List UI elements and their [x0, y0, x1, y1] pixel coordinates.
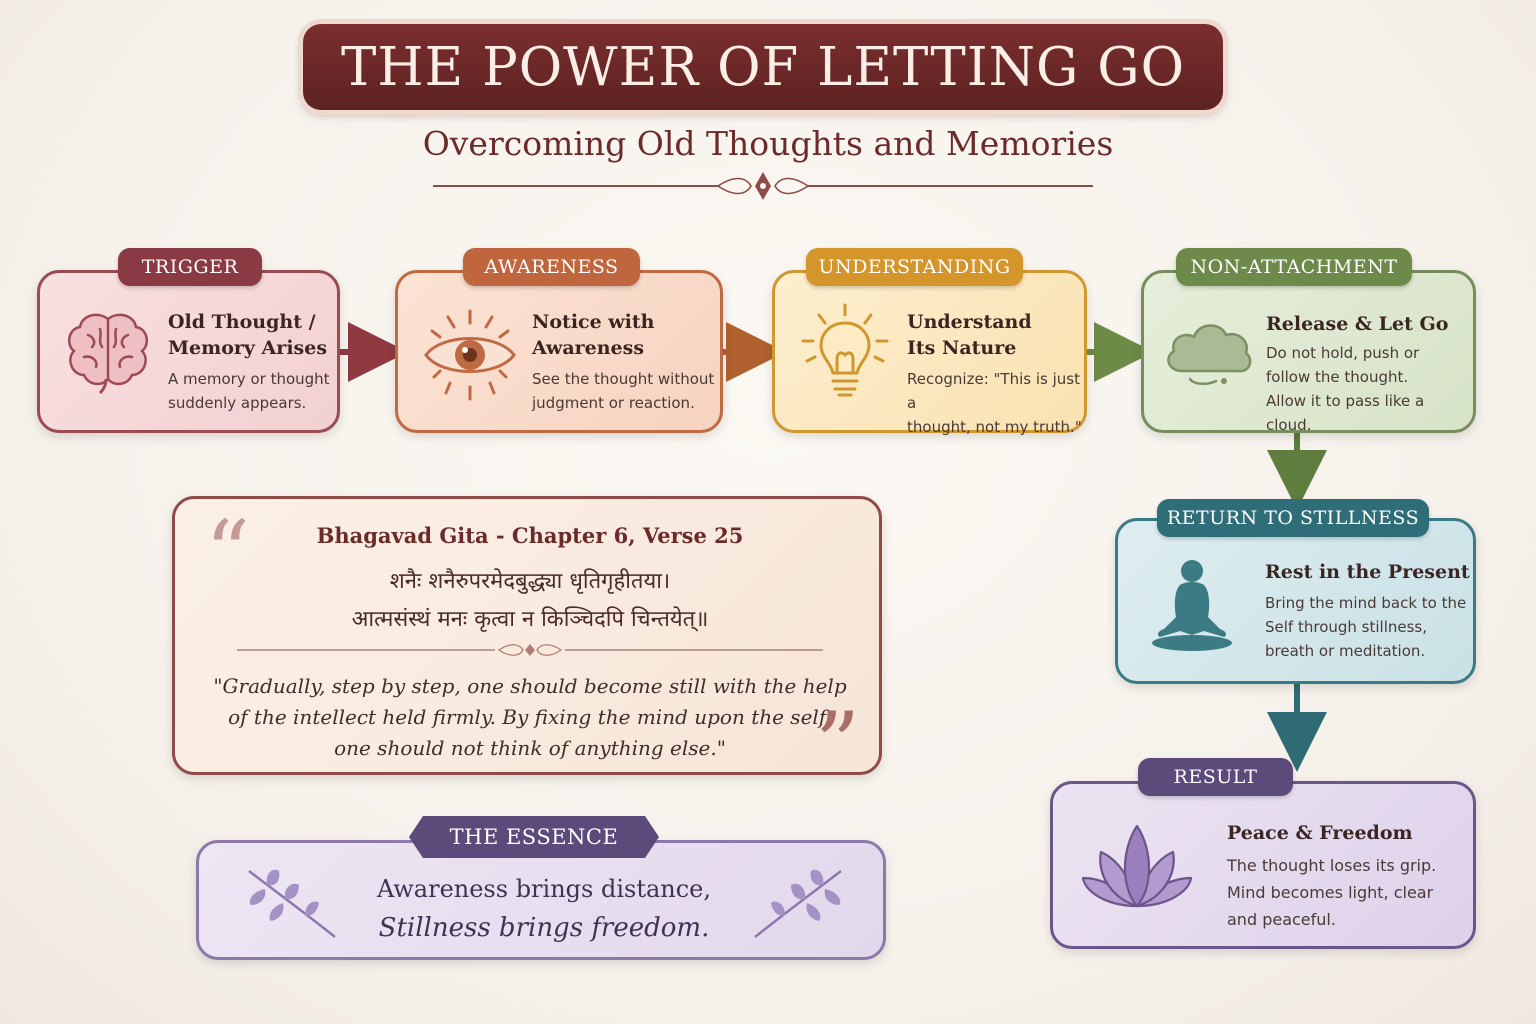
leaf-branch-right-icon: [754, 869, 842, 938]
card-understanding: Understand Its Nature Recognize: "This i…: [772, 270, 1087, 436]
eye-icon: [424, 309, 516, 401]
cloud-icon: [1167, 324, 1252, 385]
translation-line: of the intellect held firmly. By fixing …: [228, 705, 832, 729]
card-desc-line: The thought loses its grip.: [1227, 856, 1437, 875]
sanskrit-line: शनैः शनैरुपरमेदबुद्ध्या धृतिगृहीतया।: [389, 569, 671, 594]
close-quote-mark: ”: [815, 693, 860, 796]
title-banner: THE POWER OF LETTING GO: [303, 24, 1223, 110]
tag-understanding: UNDERSTANDING: [806, 248, 1023, 286]
translation-line: one should not think of anything else.": [334, 736, 726, 760]
card-title-line: Understand: [907, 311, 1032, 333]
essence-card: Awareness brings distance, Stillness bri…: [196, 840, 886, 960]
page-subtitle: Overcoming Old Thoughts and Memories: [422, 124, 1114, 163]
quote-divider: [237, 644, 823, 656]
tag-trigger: TRIGGER: [118, 248, 262, 286]
card-desc-line: thought, not my truth.": [907, 418, 1082, 436]
tag-return-to-stillness: RETURN TO STILLNESS: [1157, 499, 1429, 537]
card-desc-line: follow the thought.: [1266, 368, 1409, 386]
card-title-line: Its Nature: [907, 337, 1017, 359]
card-title-line: Release & Let Go: [1266, 313, 1449, 335]
tag-awareness: AWARENESS: [463, 248, 640, 286]
card-title-line: Awareness: [532, 337, 645, 359]
card-trigger: Old Thought / Memory Arises A memory or …: [37, 270, 340, 433]
open-quote-mark: “: [205, 501, 250, 604]
card-awareness: Notice with Awareness See the thought wi…: [395, 270, 723, 433]
card-desc-line: Do not hold, push or: [1266, 344, 1420, 362]
tag-non-attachment: NON-ATTACHMENT: [1176, 248, 1412, 286]
ornamental-divider: [433, 172, 1093, 200]
card-title-line: Notice with: [532, 311, 655, 333]
lotus-icon: [1081, 824, 1193, 908]
lightbulb-icon: [801, 303, 889, 397]
card-title-line: Old Thought /: [168, 311, 316, 333]
tag-essence-shape: [409, 816, 659, 858]
tag-result: RESULT: [1138, 758, 1293, 796]
card-title-line: Peace & Freedom: [1227, 822, 1413, 844]
card-desc-line: Mind becomes light, clear: [1227, 883, 1434, 902]
card-title-line: Memory Arises: [168, 337, 328, 359]
card-non-attachment: Release & Let Go Do not hold, push or fo…: [1141, 270, 1476, 434]
card-desc-line: suddenly appears.: [168, 394, 307, 412]
card-desc-line: Bring the mind back to the: [1265, 594, 1467, 612]
translation-line: "Gradually, step by step, one should bec…: [213, 674, 847, 698]
essence-line-2: Stillness brings freedom.: [378, 913, 710, 943]
meditation-icon: [1152, 560, 1232, 651]
card-result: Peace & Freedom The thought loses its gr…: [1050, 781, 1476, 949]
card-desc-line: and peaceful.: [1227, 910, 1336, 929]
quote-source: Bhagavad Gita - Chapter 6, Verse 25: [316, 523, 744, 548]
page-title: THE POWER OF LETTING GO: [340, 36, 1186, 98]
card-desc-line: See the thought without: [532, 370, 715, 388]
card-desc-line: A memory or thought: [168, 370, 330, 388]
card-desc-line: judgment or reaction.: [532, 394, 695, 412]
card-desc-line: Self through stillness,: [1265, 618, 1428, 636]
card-desc-line: breath or meditation.: [1265, 642, 1426, 660]
card-title-line: Rest in the Present: [1265, 561, 1470, 583]
card-desc-line: Allow it to pass like a cloud.: [1266, 392, 1425, 434]
sanskrit-line: आत्मसंस्थं मनः कृत्वा न किञ्चिदपि चिन्तय…: [351, 607, 709, 632]
card-desc-line: Recognize: "This is just a: [907, 370, 1080, 412]
card-return-to-stillness: Rest in the Present Bring the mind back …: [1115, 518, 1476, 684]
brain-icon: [67, 313, 149, 395]
quote-card: “ Bhagavad Gita - Chapter 6, Verse 25 शन…: [172, 496, 882, 795]
essence-line-1: Awareness brings distance,: [376, 875, 712, 903]
tag-essence: THE ESSENCE: [449, 825, 619, 849]
leaf-branch-left-icon: [248, 869, 336, 938]
